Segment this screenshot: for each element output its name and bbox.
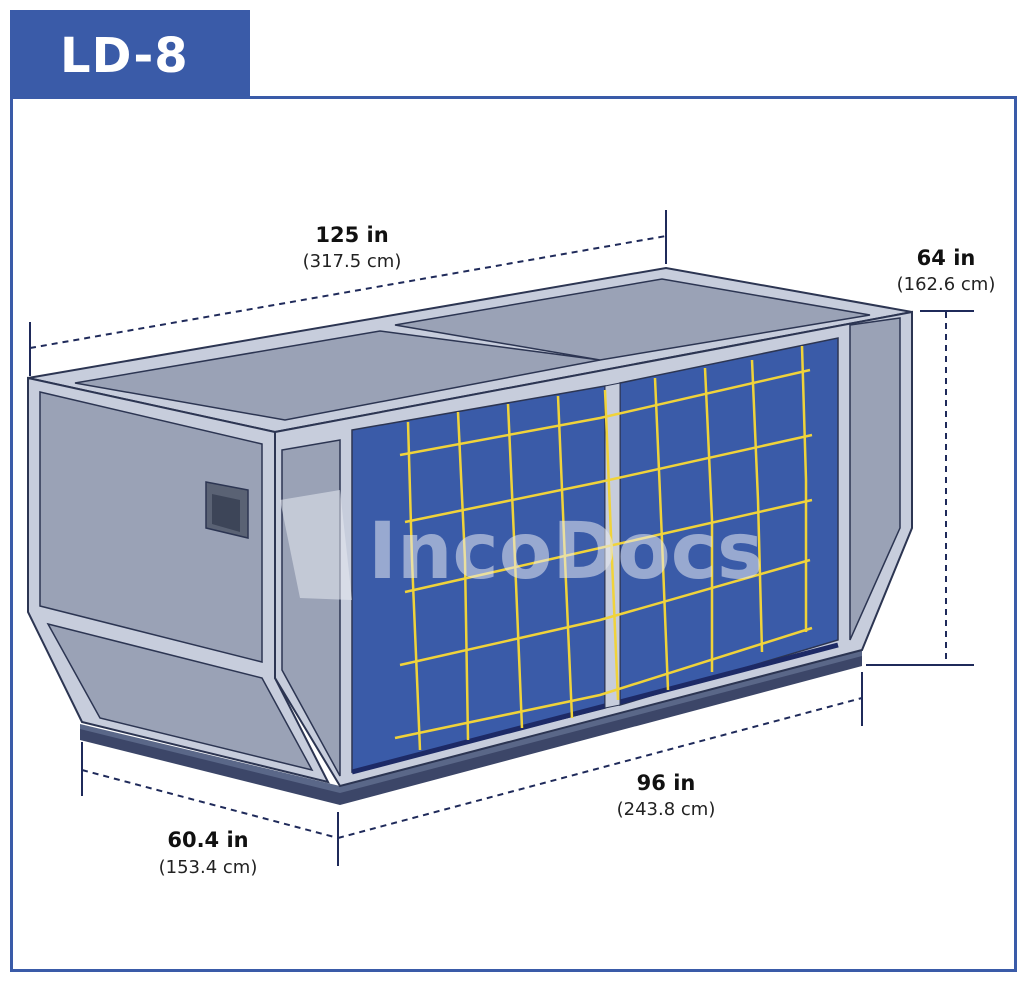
net-strap-v4 bbox=[556, 395, 574, 719]
cargo-net bbox=[394, 345, 813, 751]
curtain-bottom-edge bbox=[351, 642, 839, 775]
diagram-frame bbox=[10, 96, 1017, 972]
depth-dimension-line bbox=[81, 769, 339, 839]
net-strap-v2 bbox=[456, 411, 470, 741]
top-panel-right bbox=[394, 278, 871, 361]
depth-label: 60.4 in bbox=[167, 828, 248, 852]
net-strap-v7 bbox=[703, 367, 714, 672]
watermark-text: IncoDocs bbox=[368, 507, 763, 597]
left-end-panel-lower bbox=[46, 622, 314, 772]
net-strap-h3 bbox=[404, 498, 813, 594]
net-strap-v6 bbox=[653, 377, 670, 691]
net-strap-v3 bbox=[506, 403, 524, 729]
height-label: 64 in bbox=[917, 246, 976, 270]
net-strap-v9 bbox=[800, 345, 808, 632]
handle-inner bbox=[212, 494, 240, 532]
length-metric-label: (317.5 cm) bbox=[303, 251, 402, 272]
page-title: LD-8 bbox=[60, 28, 189, 84]
depth-metric-label: (153.4 cm) bbox=[159, 857, 258, 878]
width-dimension-line bbox=[337, 697, 863, 839]
height-metric-label: (162.6 cm) bbox=[897, 274, 996, 295]
net-strap-h5 bbox=[394, 626, 813, 740]
net-strap-h2 bbox=[404, 433, 813, 524]
length-dimension-line bbox=[29, 235, 667, 349]
watermark-logo-icon bbox=[280, 490, 352, 600]
right-side-panel bbox=[849, 317, 901, 641]
net-strap-v1 bbox=[406, 421, 422, 751]
net-strap-v5 bbox=[603, 389, 620, 701]
left-end-panel-upper bbox=[39, 391, 263, 663]
net-strap-h1 bbox=[399, 368, 811, 457]
length-label: 125 in bbox=[315, 223, 388, 247]
net-strap-v8 bbox=[750, 359, 764, 653]
watermark: IncoDocs bbox=[280, 490, 763, 600]
width-metric-label: (243.8 cm) bbox=[617, 799, 716, 820]
width-label: 96 in bbox=[637, 771, 696, 795]
title-banner: LD-8 bbox=[10, 10, 250, 99]
